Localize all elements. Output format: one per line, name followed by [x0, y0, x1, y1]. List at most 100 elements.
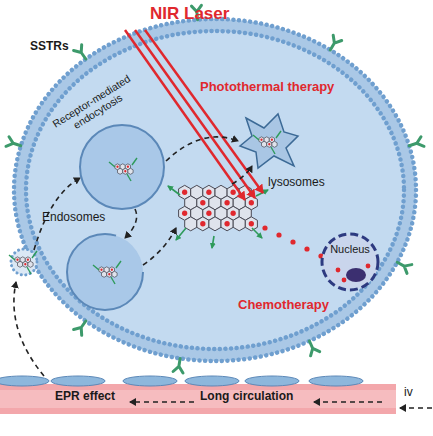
graphene-hexagon [197, 217, 209, 231]
cell-membrane [20, 25, 410, 355]
graphene-hexagon [128, 168, 133, 174]
extravasation-arrow [14, 282, 44, 376]
nanoparticle [109, 158, 137, 181]
endosome-outline [80, 125, 164, 209]
graphene-hexagon [221, 217, 233, 231]
circulation-arrow [130, 401, 194, 403]
endosome-escape-arrow [143, 228, 176, 265]
ligand [276, 131, 281, 138]
drug-dot [342, 278, 347, 283]
nanoparticle-sheet [115, 164, 133, 175]
drug-dot [200, 200, 205, 205]
drug-dot [271, 139, 273, 141]
lipid-heads-outer [14, 19, 416, 361]
graphene-hexagon [267, 141, 272, 147]
receptor-symbol [397, 262, 412, 273]
endothelial-cell [309, 376, 363, 386]
endothelial-cell [0, 376, 49, 386]
blood-vessel-band: EPR effect Long circulation [0, 374, 396, 416]
ligand [27, 267, 31, 274]
lipid-heads-inner [26, 31, 404, 349]
endothelial-cell [185, 376, 239, 386]
ligand [271, 147, 275, 154]
lysosome-outline [240, 114, 298, 168]
nanoparticle-sheet [99, 267, 117, 278]
ligand [111, 277, 115, 284]
node-label: Long circulation [200, 390, 293, 404]
drug-dot [224, 221, 229, 226]
graphene-hexagon [233, 217, 245, 231]
node-shape [78, 123, 166, 211]
drug-dot [116, 166, 118, 168]
vessel-lumen-core [0, 390, 396, 408]
ligand [9, 255, 15, 260]
ligand-arrow [212, 236, 214, 248]
node-label: Nucleus [320, 243, 380, 256]
graphene-hexagon [23, 261, 28, 267]
ligand-arrow [176, 228, 186, 240]
lysosome-arrow [232, 166, 252, 184]
ligand [127, 174, 131, 181]
cell-body [20, 25, 410, 355]
drug-dot [206, 211, 211, 216]
lysosome-shape: lysosomes [238, 112, 300, 170]
route-label: iv [404, 386, 413, 400]
pathway-connector [166, 137, 238, 161]
drug-dot [336, 268, 341, 273]
receptor-symbol [6, 137, 21, 147]
ligand [93, 265, 99, 270]
released-drug-dot [290, 239, 295, 244]
graphene-hexagon [272, 141, 277, 147]
drug-dot [224, 200, 229, 205]
graphene-hexagon [18, 261, 23, 267]
endosome-maturation-arrow [125, 209, 137, 238]
graphene-hexagon [185, 217, 197, 231]
drug-dot [100, 269, 102, 271]
graphene-hexagon [102, 271, 107, 277]
endothelial-cell [123, 376, 177, 386]
released-drug-dot [276, 232, 281, 237]
vessel-lumen [0, 384, 396, 414]
ligand [109, 162, 115, 167]
drug-dot [249, 200, 254, 205]
endocytic-pit [11, 249, 37, 275]
ligand [116, 261, 121, 268]
nucleus-circle: Nucleus [320, 232, 380, 292]
injection-arrow [400, 407, 432, 409]
receptor-symbol [173, 358, 183, 373]
circulation-arrow [314, 401, 382, 403]
endosome-circle: Endosomes [78, 123, 166, 211]
laser-label: NIR Laser [150, 4, 229, 24]
node-label: lysosomes [268, 176, 325, 190]
ligand-arrow [252, 228, 262, 238]
drug-dot [230, 190, 235, 195]
nanoparticle [93, 261, 121, 284]
drug-dot [108, 273, 110, 275]
drug-dot [268, 143, 270, 145]
drug-dot [230, 211, 235, 216]
graphene-hexagon [118, 168, 123, 174]
node-shape [320, 232, 380, 292]
graphene-hexagon [123, 168, 128, 174]
receptor-symbol [74, 45, 86, 59]
drug-dot [249, 221, 254, 226]
nuclear-envelope [322, 234, 378, 290]
drug-dot [206, 190, 211, 195]
nanoparticle [253, 131, 281, 154]
graphene-hexagon [112, 271, 117, 277]
receptor-symbol [330, 35, 341, 50]
graphene-sheet [179, 185, 258, 231]
nanoparticle [9, 251, 37, 274]
therapy-label: Photothermal therapy [200, 80, 334, 95]
drug-dot [182, 190, 187, 195]
graphene-hexagon [262, 141, 267, 147]
endothelial-cell [51, 376, 105, 386]
drug-dot [260, 139, 262, 141]
nanoparticle-sheet [259, 137, 277, 148]
nanoparticle-sheet [15, 257, 33, 268]
therapy-label: Chemotherapy [238, 298, 329, 313]
node-label: EPR effect [55, 390, 115, 404]
receptor-symbol [409, 137, 424, 147]
drug-dot [366, 264, 371, 269]
